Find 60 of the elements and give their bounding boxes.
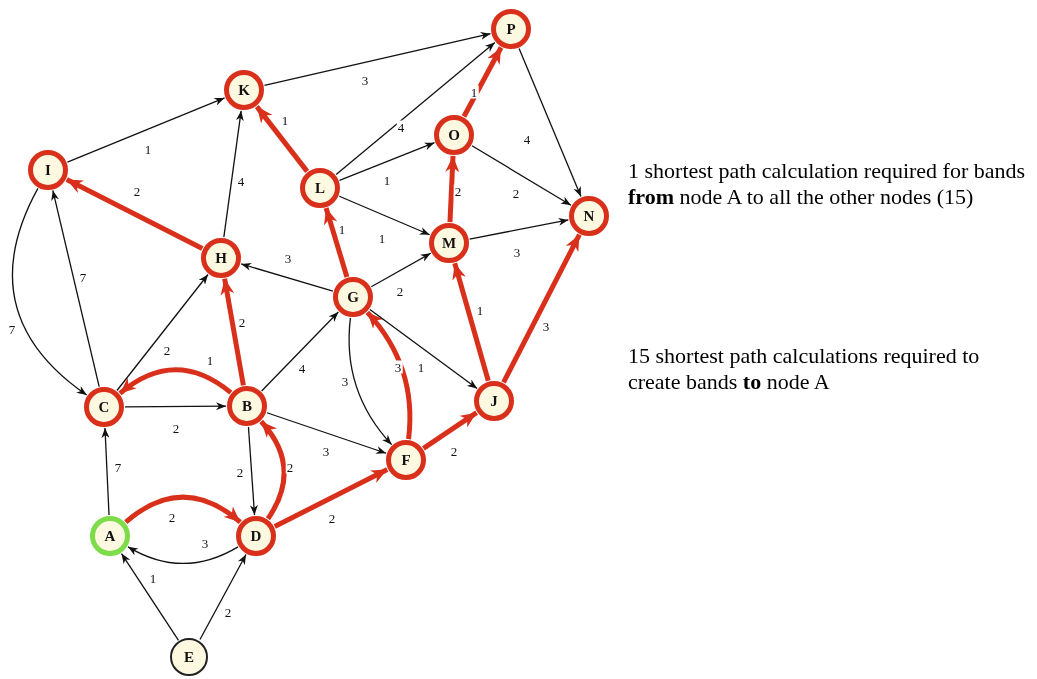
edge-label: 3 <box>393 360 403 374</box>
arrow <box>452 262 491 382</box>
arrow <box>240 262 334 292</box>
arrow <box>370 252 432 288</box>
arrow <box>335 41 496 176</box>
node-circle: L <box>300 168 340 208</box>
arrow <box>323 207 350 278</box>
arrow <box>338 195 431 236</box>
arrow <box>369 308 478 390</box>
node-circle: B <box>227 386 267 426</box>
node-circle: I <box>28 150 68 190</box>
node-circle: F <box>386 440 426 480</box>
node-circle: C <box>84 387 124 427</box>
node-circle: K <box>224 70 264 110</box>
edge-label: 2 <box>453 184 463 198</box>
arrow <box>338 142 436 181</box>
arrow <box>445 155 460 223</box>
arrow <box>116 273 209 392</box>
arrow <box>66 97 226 163</box>
arrow <box>518 47 582 198</box>
arrow <box>501 233 582 384</box>
arrow <box>261 311 339 392</box>
arrow <box>348 317 393 446</box>
node-circle: G <box>333 277 373 317</box>
arrow <box>273 467 389 529</box>
arrow <box>263 32 492 86</box>
edge-label: 1 <box>469 85 479 99</box>
arrow <box>254 105 310 173</box>
arrow <box>65 177 204 251</box>
arrow <box>51 189 100 388</box>
node-circle: E <box>170 638 208 676</box>
arrow <box>468 217 570 240</box>
node-circle: O <box>434 115 474 155</box>
node-circle: M <box>429 223 469 263</box>
arrow <box>127 546 239 565</box>
node-circle: H <box>201 238 241 278</box>
arrow <box>124 494 242 525</box>
node-circle: P <box>491 9 531 49</box>
arrow <box>422 410 478 451</box>
node-circle: D <box>236 516 276 556</box>
arrow <box>461 46 504 118</box>
arrow <box>118 367 233 396</box>
arrow <box>365 310 413 440</box>
arrow <box>124 402 227 411</box>
arrow <box>120 552 180 642</box>
note-text: 1 shortest path calculation required for bands from node A to all the other nodes (15) <box>628 158 1027 211</box>
arrow <box>247 426 258 516</box>
arrow <box>220 278 246 386</box>
node-circle: N <box>569 196 609 236</box>
note-text: 15 shortest path calculations required to create bands to node A <box>628 343 981 396</box>
node-circle: J <box>474 381 514 421</box>
arrow <box>101 427 110 516</box>
arrow <box>223 110 244 238</box>
edge-label: 4 <box>396 120 406 134</box>
node-circle: A <box>90 516 130 556</box>
arrow <box>12 187 88 396</box>
arrow <box>259 419 287 521</box>
arrow <box>266 412 387 454</box>
arrow <box>471 145 572 206</box>
arrow <box>199 553 247 641</box>
